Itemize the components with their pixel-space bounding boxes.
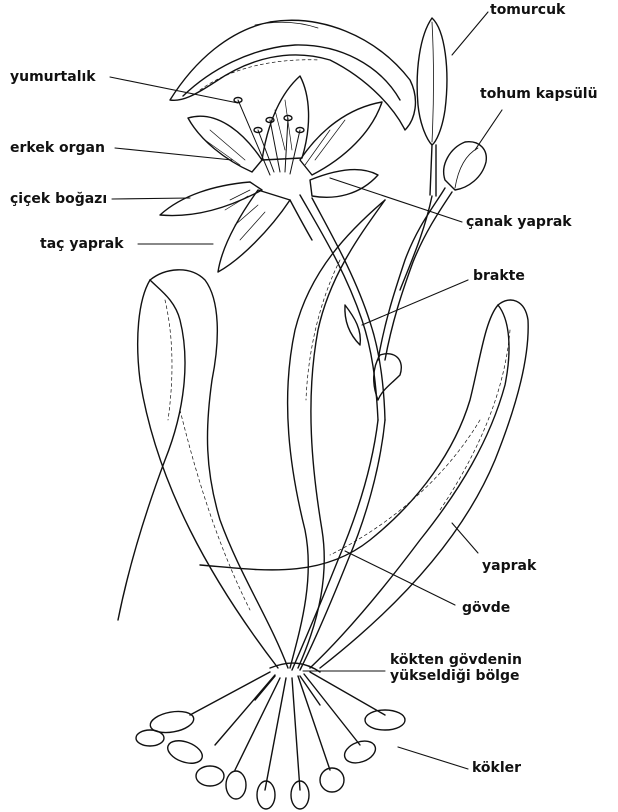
label-canak-yaprak: çanak yaprak xyxy=(466,214,572,230)
leaf-left xyxy=(118,270,288,668)
lily-flower xyxy=(160,76,382,272)
leaf-center xyxy=(288,200,385,668)
label-kokler: kökler xyxy=(472,760,521,776)
seed-capsule xyxy=(378,142,486,360)
leader-erkek-organ xyxy=(115,148,232,160)
label-erkek-organ: erkek organ xyxy=(10,140,105,156)
leader-brakte xyxy=(362,280,468,325)
flower-stalk xyxy=(300,195,401,420)
bud xyxy=(417,18,447,196)
leader-yaprak xyxy=(452,523,478,553)
label-govde: gövde xyxy=(462,600,510,616)
leader-yumurtalik xyxy=(110,77,238,103)
label-kokten-govde: kökten gövdenin yükseldiği bölge xyxy=(390,652,522,684)
roots xyxy=(136,663,405,809)
label-tomurcuk: tomurcuk xyxy=(490,2,565,18)
leader-cicek-bogazi xyxy=(112,198,190,199)
label-yumurtalik: yumurtalık xyxy=(10,69,96,85)
leader-kokler xyxy=(398,747,468,769)
label-cicek-bogazi: çiçek boğazı xyxy=(10,191,107,207)
label-tac-yaprak: taç yaprak xyxy=(40,236,124,252)
label-brakte: brakte xyxy=(473,268,525,284)
label-yaprak: yaprak xyxy=(482,558,536,574)
leader-tomurcuk xyxy=(452,12,488,55)
upper-leaves xyxy=(170,20,415,130)
label-tohum-kapsulu: tohum kapsülü xyxy=(480,86,598,102)
leader-canak-yaprak xyxy=(330,178,462,222)
